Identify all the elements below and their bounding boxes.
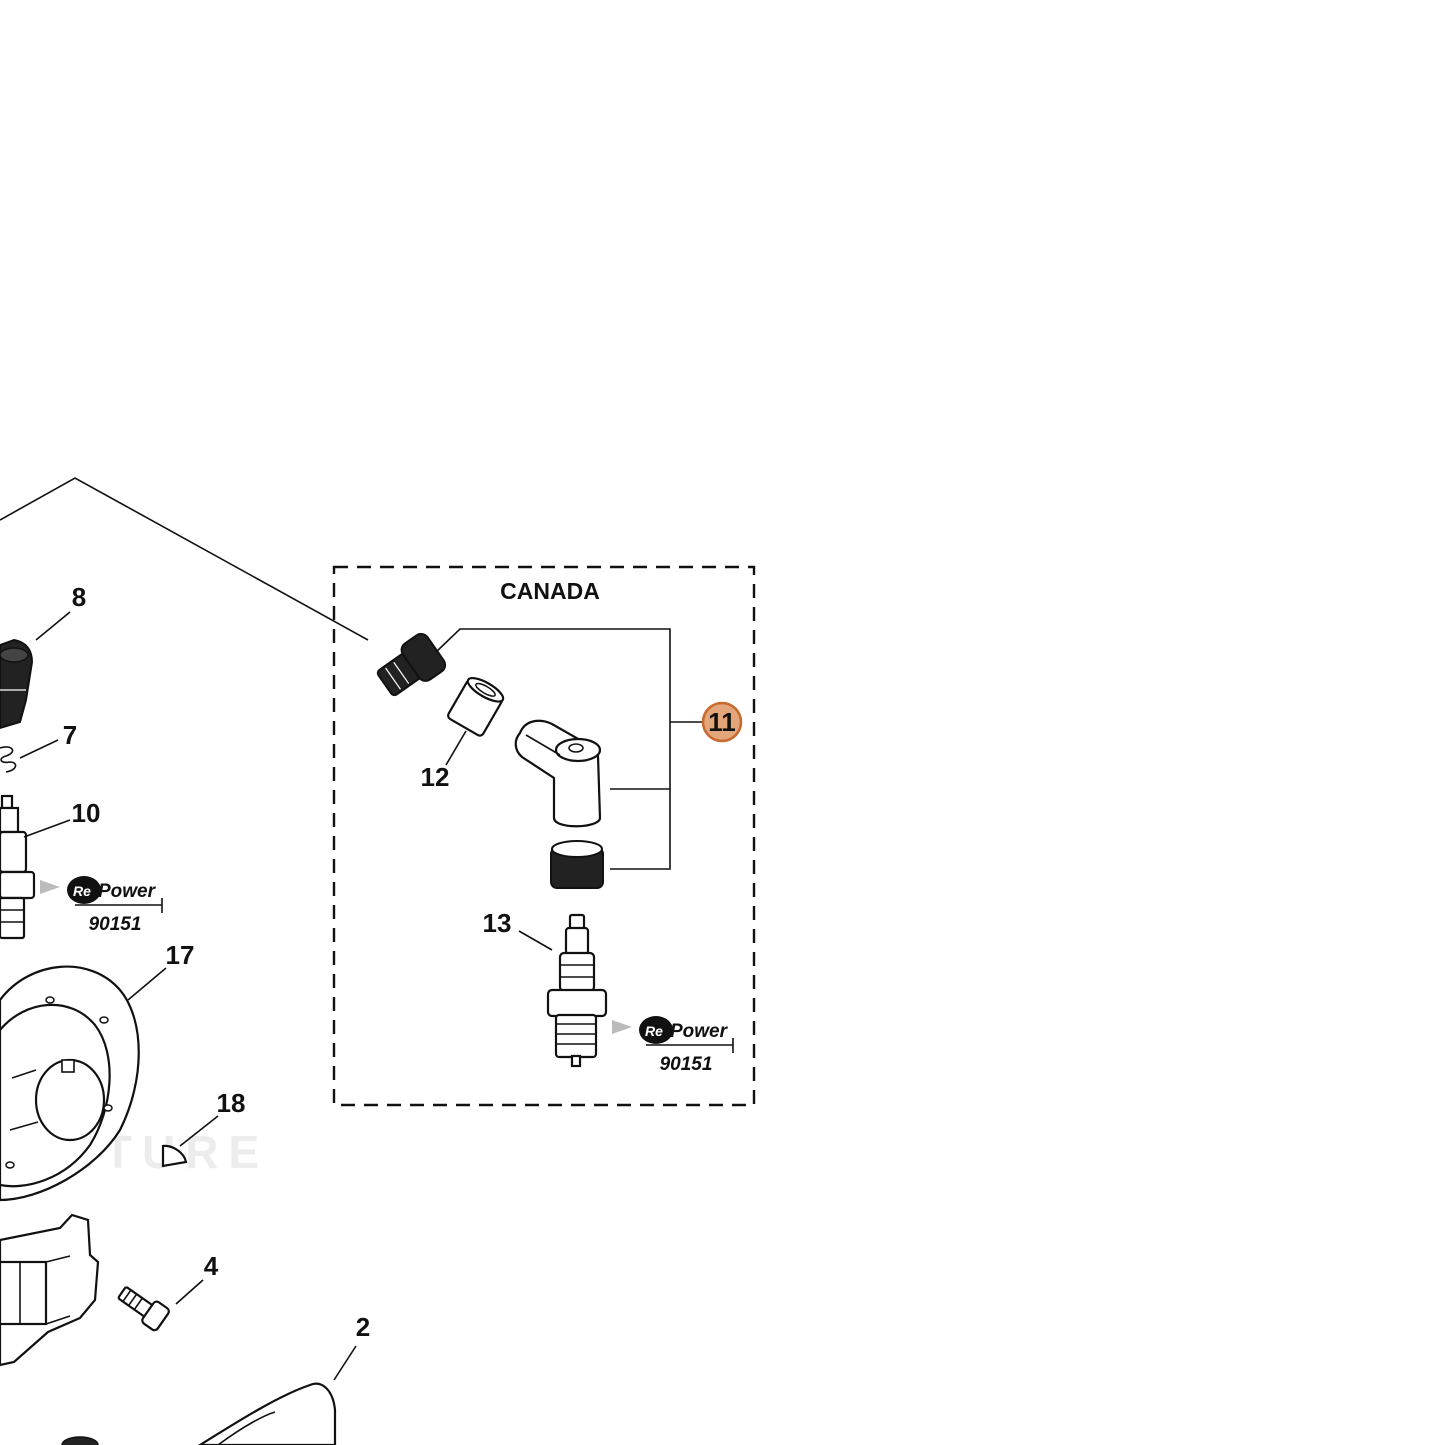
leader-line-13 xyxy=(518,930,553,951)
leader-line-7 xyxy=(19,739,59,759)
part-2-guard xyxy=(61,1382,337,1445)
callout-2: 2 xyxy=(356,1312,370,1342)
callout-13: 13 xyxy=(483,908,512,938)
repower-re-right: Re xyxy=(645,1023,663,1039)
leader-line-2 xyxy=(333,1345,357,1381)
repower-brand-right: Power xyxy=(670,1021,729,1042)
arrow-icon xyxy=(40,880,60,894)
callout-11[interactable]: 11 xyxy=(708,707,736,737)
repower-partno-left: 90151 xyxy=(89,914,142,935)
repower-logo-icon xyxy=(639,1016,673,1044)
arrow-icon xyxy=(612,1020,632,1034)
leader-line-12 xyxy=(445,730,467,766)
repower-brand-left: Power xyxy=(98,881,157,902)
leader-line-10 xyxy=(23,819,71,838)
part-18-key xyxy=(161,1144,188,1168)
bracket-item-11 xyxy=(433,628,703,870)
cap-ring-part xyxy=(550,840,604,889)
callout-11-marker[interactable]: 11 xyxy=(701,701,743,743)
callout-8: 8 xyxy=(72,582,86,612)
canada-kit-box xyxy=(332,565,756,1107)
spark-plug-13-part xyxy=(546,913,608,1068)
leader-line-4 xyxy=(175,1279,204,1305)
part-8 xyxy=(0,638,34,730)
ignition-coil-part xyxy=(0,1213,100,1367)
callout-18: 18 xyxy=(217,1088,246,1118)
callout-10: 10 xyxy=(72,798,101,828)
fastener-part xyxy=(61,1436,99,1445)
terminal-sleeve-part xyxy=(447,677,505,737)
repower-badge-right: Re Power 90151 xyxy=(612,1016,734,1075)
part-17-flywheel xyxy=(0,965,140,1202)
repower-badge-left: Re Power 90151 xyxy=(40,876,163,935)
callout-12: 12 xyxy=(421,762,450,792)
boot-rubber-part xyxy=(376,632,447,697)
part-10-spark-plug xyxy=(0,794,36,940)
callout-7: 7 xyxy=(63,720,77,750)
part-4-screw xyxy=(117,1286,170,1332)
callout-4: 4 xyxy=(204,1251,219,1281)
leader-line-upper xyxy=(0,477,369,641)
leader-line-17 xyxy=(127,967,167,1001)
repower-partno-right: 90151 xyxy=(660,1054,713,1075)
leader-line-18 xyxy=(179,1115,219,1147)
repower-re-left: Re xyxy=(73,883,91,899)
spark-plug-cap-part xyxy=(514,719,602,828)
callout-17: 17 xyxy=(166,940,195,970)
leader-line-8 xyxy=(35,611,71,641)
repower-logo-icon xyxy=(67,876,101,904)
part-7-spring xyxy=(0,746,17,773)
region-label-canada: CANADA xyxy=(500,578,600,604)
